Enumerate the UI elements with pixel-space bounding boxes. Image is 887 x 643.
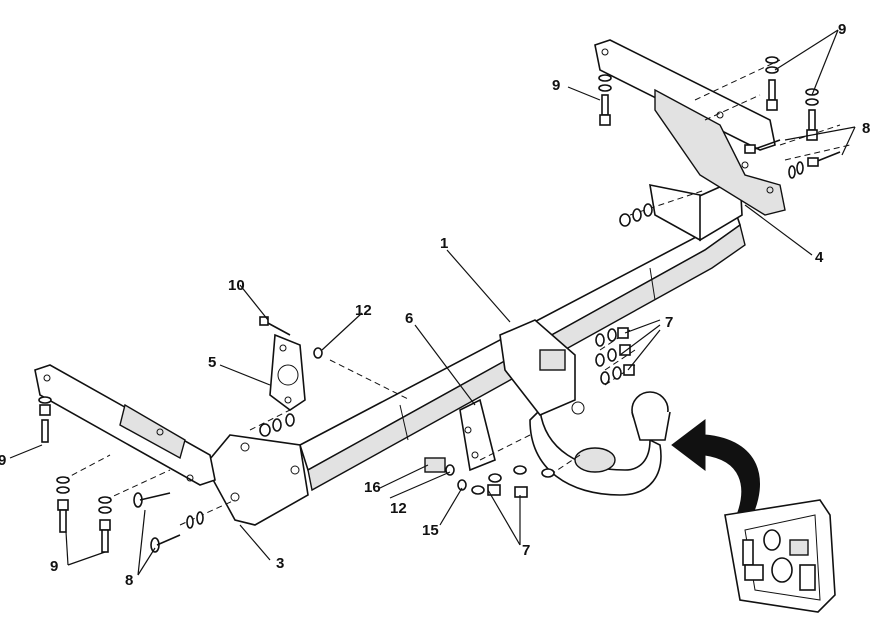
socket-plate (269, 333, 306, 411)
callout-8-left: 8 (125, 572, 133, 589)
callout-8-right: 8 (862, 120, 870, 137)
callout-10: 10 (228, 277, 245, 294)
curved-arrow-icon (671, 418, 760, 521)
spring-16-and-washers (424, 457, 467, 491)
callout-9-topright: 9 (838, 21, 846, 38)
crossbar-nuts (259, 203, 653, 437)
callout-12-bottom: 12 (390, 500, 407, 517)
leader-lines (9, 29, 856, 576)
callout-7-bottom: 7 (522, 542, 530, 559)
callout-6: 6 (405, 310, 413, 327)
side-plate-6 (459, 398, 496, 472)
callout-4: 4 (815, 249, 824, 266)
callout-9-left: 9 (0, 452, 6, 469)
callout-9-bottomleft: 9 (50, 558, 58, 575)
left-horizontal-bolts (133, 492, 204, 553)
callout-16: 16 (364, 479, 381, 496)
towball-mount (499, 319, 585, 416)
callout-labels: 1 3 4 5 6 7 7 8 8 9 9 9 9 10 12 12 15 16 (0, 21, 870, 589)
callout-9-topmid: 9 (552, 77, 560, 94)
callout-3: 3 (276, 555, 284, 572)
callout-15: 15 (422, 522, 439, 539)
right-horizontal-bolts (744, 139, 841, 179)
mount-bolts-7-bottom (471, 465, 555, 498)
right-arm-bracket (594, 39, 786, 216)
callout-5: 5 (208, 354, 216, 371)
left-arm-bracket (34, 364, 216, 486)
inset-vehicle-view (724, 499, 836, 613)
bolt-10 (259, 316, 291, 336)
towball-neck (529, 391, 671, 496)
mount-bolts-7-top (595, 327, 635, 385)
left-vertical-bolts (38, 396, 112, 553)
callout-1: 1 (440, 235, 448, 252)
callout-7-top: 7 (665, 314, 673, 331)
left-end-plate (204, 434, 309, 526)
callout-12-top: 12 (355, 302, 372, 319)
